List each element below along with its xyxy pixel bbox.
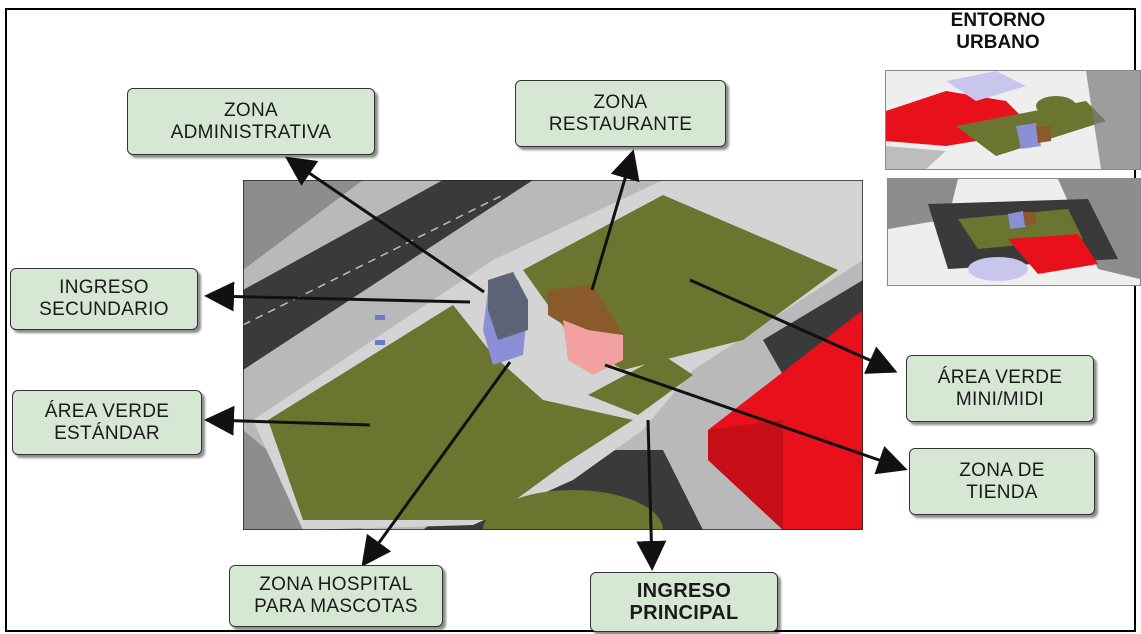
context-view-1	[885, 70, 1141, 170]
label-line: RESTAURANTE	[548, 113, 693, 135]
site-render	[243, 180, 863, 530]
title-line2: URBANO	[956, 32, 1040, 53]
label-zona-hospital: ZONA HOSPITAL PARA MASCOTAS	[229, 565, 443, 627]
label-zona-de-tienda: ZONA DE TIENDA	[909, 448, 1095, 515]
road-north	[243, 180, 533, 370]
label-line: ÁREA VERDE	[937, 366, 1063, 388]
label-line: TIENDA	[966, 481, 1038, 503]
context-view-2	[887, 178, 1141, 286]
label-line: ZONA HOSPITAL	[259, 574, 413, 595]
label-line: PRINCIPAL	[629, 602, 739, 624]
label-line: ZONA	[224, 99, 278, 121]
label-line: ADMINISTRATIVA	[170, 121, 332, 143]
label-line: INGRESO	[59, 277, 149, 298]
label-zona-restaurante: ZONA RESTAURANTE	[515, 80, 726, 147]
entrance-marker	[375, 340, 385, 345]
shop-building	[563, 320, 623, 375]
label-area-verde-mini-midi: ÁREA VERDE MINI/MIDI	[906, 355, 1094, 422]
arrow-ingreso-principal	[636, 419, 667, 571]
road-marking	[243, 194, 504, 326]
label-line: PARA MASCOTAS	[254, 596, 418, 617]
label-line: ÁREA VERDE	[44, 400, 170, 422]
label-ingreso-principal: INGRESO PRINCIPAL	[590, 572, 778, 632]
admin-roof	[488, 272, 528, 340]
arrow-tienda	[604, 363, 908, 475]
label-line: INGRESO	[636, 580, 732, 602]
label-area-verde-estandar: ÁREA VERDE ESTÁNDAR	[12, 390, 202, 455]
label-line: ZONA	[593, 91, 648, 113]
title-line1: ENTORNO	[950, 10, 1046, 31]
green-area-standard	[268, 305, 633, 520]
label-line: ZONA DE	[959, 459, 1045, 481]
label-line: SECUNDARIO	[39, 299, 169, 320]
label-ingreso-secundario: INGRESO SECUNDARIO	[10, 268, 198, 330]
context-render-2	[888, 179, 1140, 285]
arrow-area-verde-mini	[689, 278, 898, 374]
label-line: MINI/MIDI	[955, 388, 1045, 410]
label-line: ESTÁNDAR	[54, 422, 160, 444]
neighbor-block	[243, 180, 363, 270]
arrow-restaurante	[590, 149, 640, 291]
label-zona-administrativa: ZONA ADMINISTRATIVA	[127, 88, 375, 155]
context-render-1	[886, 71, 1140, 169]
entorno-urbano-title: ENTORNO URBANO	[928, 10, 1068, 54]
entrance-marker	[375, 315, 385, 320]
arrow-hospital	[361, 361, 512, 567]
arrow-ingreso-secundario	[204, 281, 471, 312]
red-building-side	[708, 420, 783, 530]
arrow-administrativa	[285, 156, 485, 294]
roundabout	[483, 490, 663, 530]
arrow-area-verde-estandar	[204, 405, 371, 436]
green-patch	[588, 355, 693, 415]
